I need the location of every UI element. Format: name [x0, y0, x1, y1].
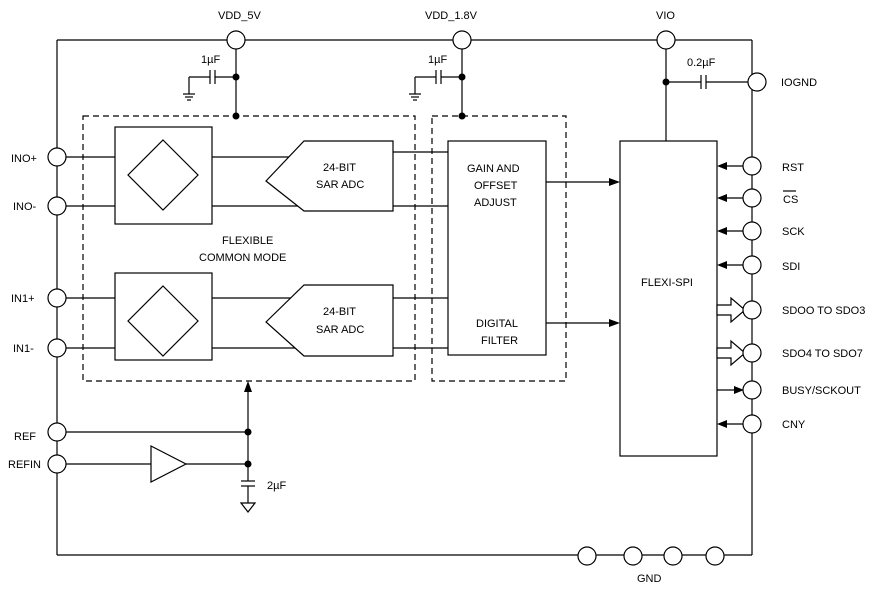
- gain-line3: ADJUST: [474, 197, 517, 209]
- vdd5-label: VDD_5V: [218, 10, 261, 22]
- vio-label: VIO: [656, 10, 675, 22]
- spi-label: FLEXI-SPI: [641, 277, 693, 289]
- sck-label: SCK: [782, 226, 805, 238]
- pin-in1p: IN1+: [11, 288, 67, 308]
- rst-label: RST: [782, 162, 804, 174]
- ref-buffer-icon: [150, 445, 188, 483]
- diamond-symbol-1: [127, 285, 199, 357]
- gain-filter-block: GAIN AND OFFSET ADJUST DIGITAL FILTER: [447, 140, 547, 356]
- filter-line2: FILTER: [481, 335, 518, 347]
- pin-vdd5: VDD_5V: [218, 10, 261, 50]
- sdo-b-label: SDO4 TO SDO7: [782, 348, 863, 360]
- in0p-label: INO+: [11, 153, 37, 165]
- pin-rst: RST: [717, 156, 804, 176]
- cap-ref: 2µF: [239, 464, 286, 513]
- gain-line1: GAIN AND: [467, 163, 520, 175]
- pin-sdo-b: SDO4 TO SDO7: [716, 339, 863, 367]
- adc0-line2: SAR ADC: [316, 179, 364, 191]
- pin-in1m: IN1-: [13, 338, 67, 358]
- ground-icon: [239, 502, 257, 513]
- channel-1: 24-BIT SAR ADC: [66, 272, 448, 361]
- cs-label: CS: [783, 194, 798, 206]
- adc0-line1: 24-BIT: [323, 162, 356, 174]
- bus-arrow-icon: [716, 296, 746, 324]
- busy-label: BUSY/SCKOUT: [782, 385, 861, 397]
- diamond-symbol-0: [127, 139, 199, 211]
- pin-cny: CNY: [717, 414, 806, 434]
- flexible-label-1: FLEXIBLE: [222, 235, 273, 247]
- pin-ref: REF: [14, 422, 252, 443]
- gain-line2: OFFSET: [474, 180, 518, 192]
- common-mode-block-1: [114, 272, 213, 361]
- cap-ref-value: 2µF: [267, 480, 286, 492]
- refin-label: REFIN: [8, 459, 41, 471]
- cap-vdd5-value: 1µF: [201, 54, 220, 66]
- pin-in0p: INO+: [11, 147, 67, 167]
- pin-refin: REFIN: [8, 445, 252, 483]
- pin-sdo-a: SDOO TO SDO3: [716, 296, 865, 324]
- cny-label: CNY: [782, 419, 806, 431]
- cap-vdd5: 1µF: [183, 49, 240, 120]
- pin-in0m: INO-: [13, 196, 67, 216]
- pin-busy: BUSY/SCKOUT: [717, 380, 861, 400]
- adc-block-0: [265, 140, 394, 212]
- flexible-label-2: COMMON MODE: [199, 252, 286, 264]
- pin-vio: VIO: [656, 10, 676, 50]
- sdi-label: SDI: [782, 261, 800, 273]
- cap-vio-value: 0.2µF: [687, 57, 716, 69]
- ref-feed: [244, 381, 252, 464]
- filter-line1: DIGITAL: [476, 318, 518, 330]
- pin-cs: CS: [717, 188, 798, 208]
- pin-sck: SCK: [717, 221, 805, 241]
- flexi-spi-block: FLEXI-SPI: [619, 140, 718, 457]
- cap-vio: 0.2µF: [662, 49, 756, 141]
- bus-arrow-icon: [716, 339, 746, 367]
- cap-vdd18: 1µF: [409, 49, 466, 120]
- pin-vdd18: VDD_1.8V: [425, 10, 478, 50]
- cap-vdd18-value: 1µF: [428, 54, 447, 66]
- common-mode-block-0: [114, 126, 213, 225]
- sdo-a-label: SDOO TO SDO3: [782, 305, 865, 317]
- gnd-pins: GND: [577, 546, 725, 585]
- in1p-label: IN1+: [11, 293, 35, 305]
- vdd18-label: VDD_1.8V: [425, 10, 478, 22]
- pin-iognd: IOGND: [747, 72, 817, 92]
- gnd-label: GND: [637, 573, 662, 585]
- digital-group-outline: [431, 115, 567, 382]
- analog-group-outline: [82, 115, 416, 382]
- arrow-to-spi-top: [546, 178, 620, 186]
- adc1-line2: SAR ADC: [316, 324, 364, 336]
- in1m-label: IN1-: [13, 343, 34, 355]
- arrow-to-spi-bottom: [546, 319, 620, 327]
- pin-sdi: SDI: [717, 255, 800, 275]
- adc-block-1: [265, 284, 394, 357]
- in0m-label: INO-: [13, 201, 37, 213]
- channel-0: 24-BIT SAR ADC: [66, 126, 448, 225]
- ref-label: REF: [14, 431, 36, 443]
- iognd-label: IOGND: [781, 77, 817, 89]
- adc1-line1: 24-BIT: [323, 306, 356, 318]
